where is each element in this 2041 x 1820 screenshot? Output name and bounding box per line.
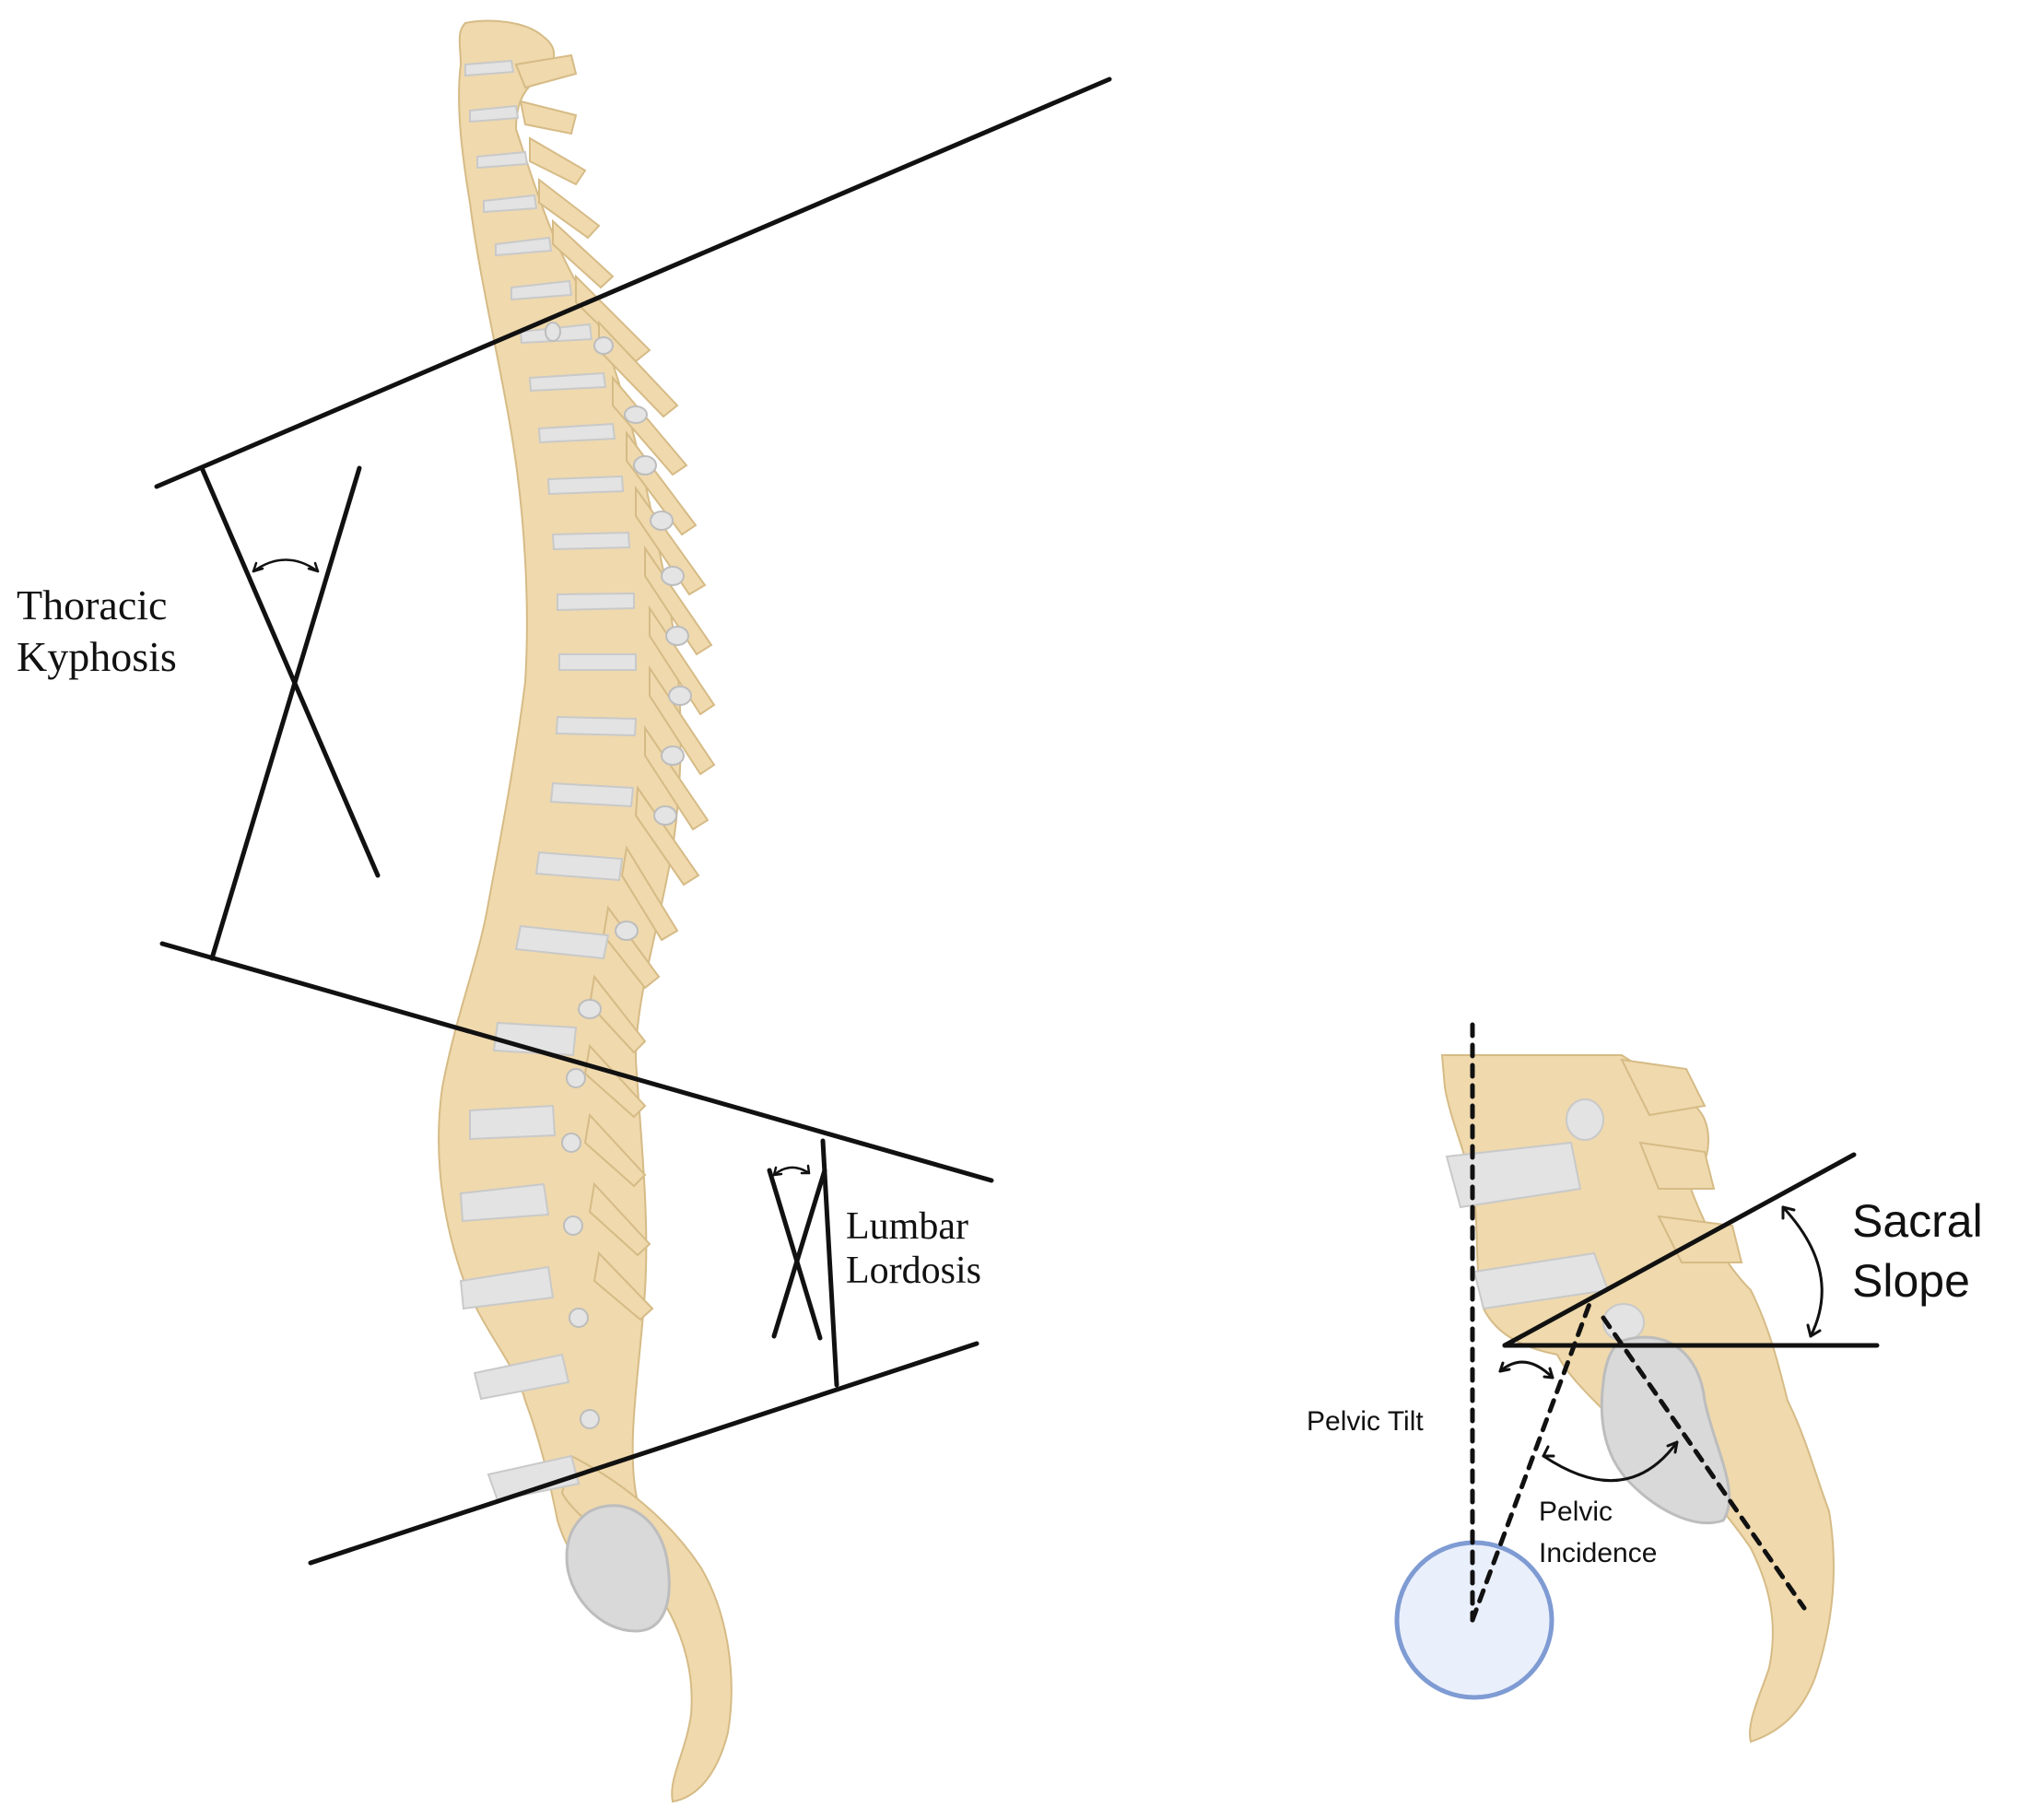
lumbar-lordosis-construction [308, 1138, 979, 1566]
sacral-endplate-line [308, 1341, 979, 1566]
lumbar-lordosis-label-line2: Lordosis [846, 1250, 981, 1292]
pelvic-parameter-lines [1470, 1022, 1880, 1623]
pelvic-tilt-label: Pelvic Tilt [1307, 1406, 1424, 1437]
upper-endplate-line [154, 76, 1112, 489]
pelvic-incidence-label-line1: Pelvic [1539, 1497, 1613, 1527]
sacral-slope-label-line2: Slope [1852, 1255, 1970, 1307]
sacral-ala [565, 1504, 671, 1633]
lumbar-perpendicular-upper [820, 1138, 839, 1388]
thoracic-angle-arrow [252, 558, 320, 573]
sacral-slope-label-line1: Sacral [1852, 1195, 1983, 1247]
facet-joints [545, 322, 692, 1429]
lumbar-lordosis-label-line1: Lumbar [846, 1205, 968, 1248]
pelvic-tilt-line [1470, 1301, 1592, 1623]
pelvis-discs [1445, 1141, 1610, 1310]
pelvic-tilt-arrow [1498, 1360, 1554, 1380]
intervertebral-discs [459, 59, 638, 1502]
full-spine-illustration [438, 19, 733, 1803]
sacral-slope-arrow [1781, 1205, 1824, 1338]
sacral-endplate-line-right [1502, 1152, 1857, 1348]
lower-endplate-line [159, 941, 994, 1183]
thoracic-kyphosis-label-line2: Kyphosis [17, 633, 177, 680]
pelvic-incidence-label-line2: Incidence [1539, 1538, 1657, 1568]
pelvic-incidence-arrow [1542, 1440, 1679, 1483]
lumbar-perpendicular-lower [767, 1168, 823, 1341]
thoracic-perpendicular-lower [209, 465, 362, 961]
sacral-perpendicular-line [1601, 1315, 1807, 1611]
lumbar-angle-arrow [772, 1166, 811, 1177]
thoracic-kyphosis-construction [154, 76, 1112, 1183]
thoracic-kyphosis-label-line1: Thoracic [17, 581, 167, 628]
thoracic-perpendicular-upper [200, 467, 381, 878]
